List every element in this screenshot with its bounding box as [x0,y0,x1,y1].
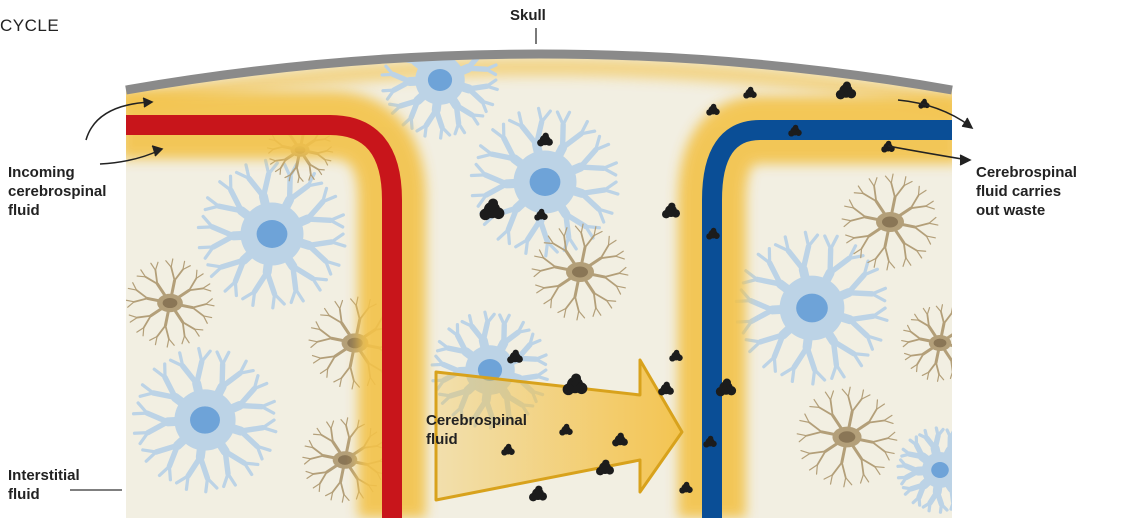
interstitial-fluid-label: Interstitial fluid [8,466,80,504]
incoming-csf-label: Incoming cerebrospinal fluid [8,163,106,220]
csf-carries-waste-label: Cerebrospinal fluid carries out waste [976,163,1077,220]
skull-label: Skull [510,6,546,25]
csf-arrow-label: Cerebrospinal fluid [426,411,527,449]
page-title: CYCLE [0,16,59,36]
